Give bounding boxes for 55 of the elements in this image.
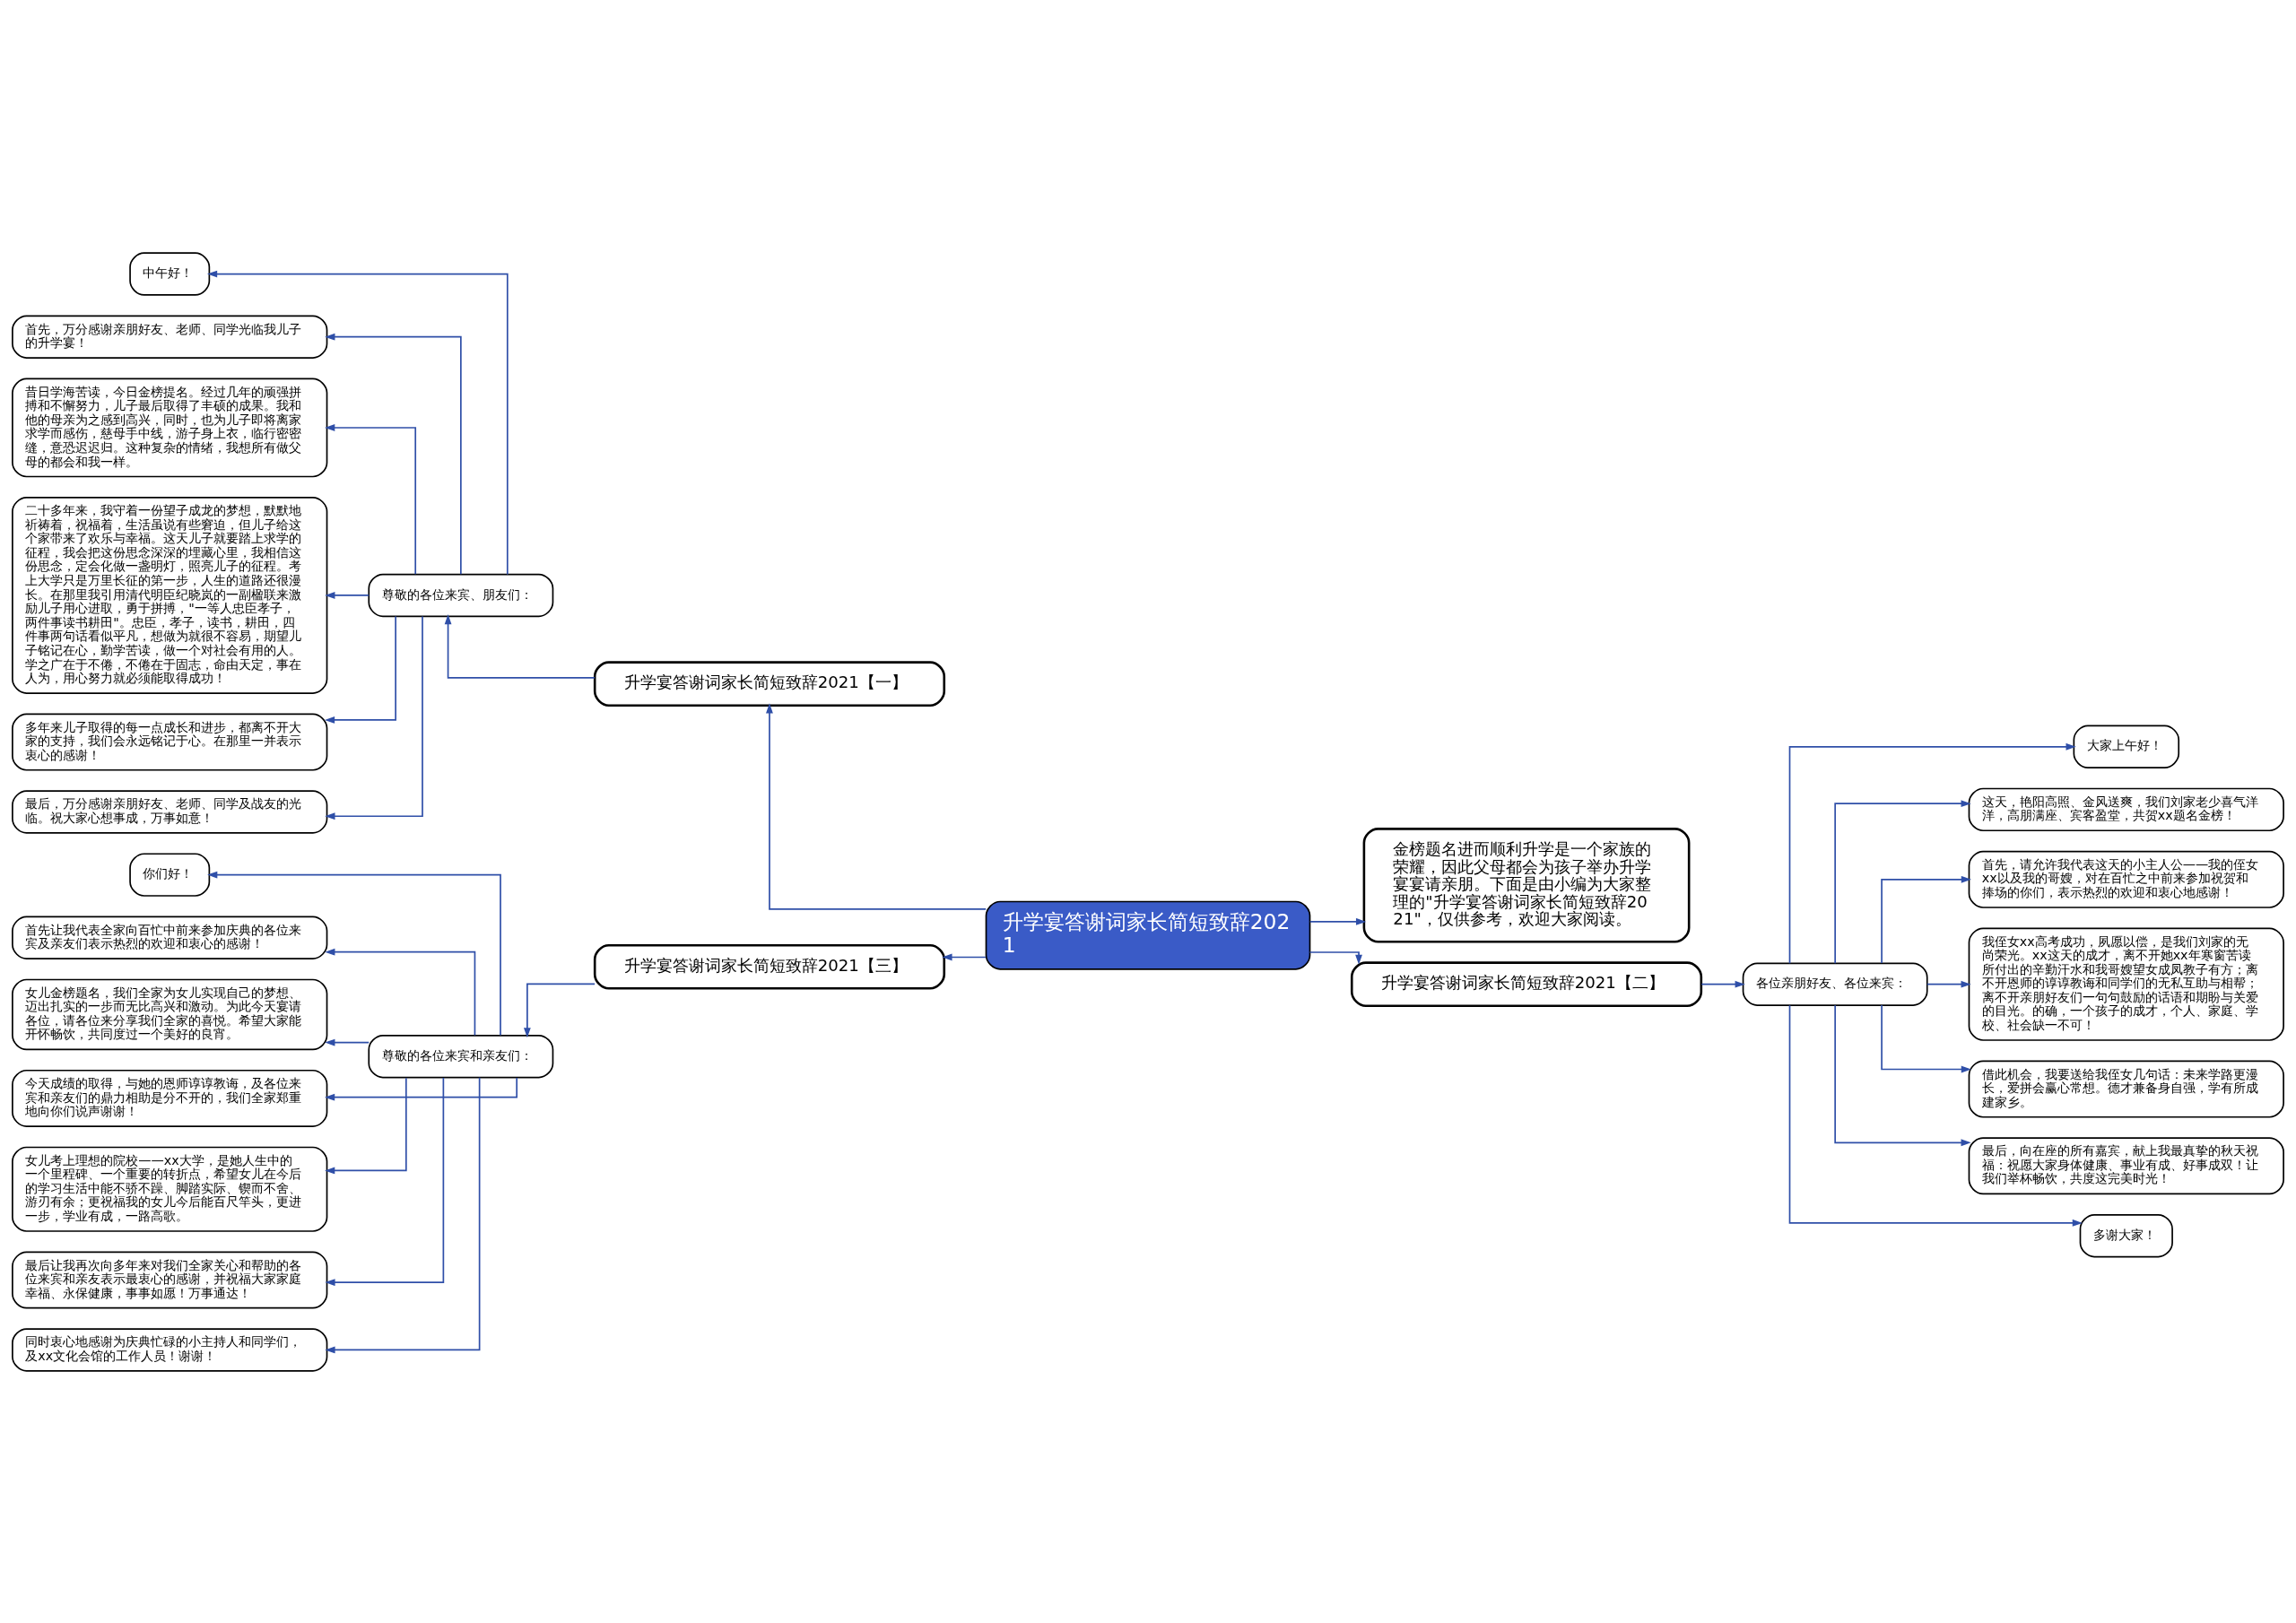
arrow: [325, 1076, 445, 1286]
arrow: [523, 983, 596, 1037]
arrow: [1788, 742, 2076, 964]
arrow: [766, 702, 987, 910]
arrow: [325, 1076, 481, 1353]
arrow: [325, 591, 370, 599]
arrow: [444, 613, 596, 679]
node-box: 中午好！: [129, 251, 211, 296]
arrow: [325, 1076, 518, 1101]
arrow: [1881, 875, 1971, 964]
node-box: 二十多年来，我守着一份望子成龙的梦想，默默地祈祷着，祝福着，生活虽说有些窘迫，但儿子给这个家带来了欢乐与幸福。这天儿子就要踏上求学的征程，我会把这份思念深深的埋藏心里，我相信这份思念，定会化做一盏明灯，照亮儿子的征程。考上大学只是万里长征的第一步，人生的道路还很漫长。在那里我引用清代明臣纪晓岚的一副楹联来激励儿子用心进取，勇于拼搏，"一等人忠臣孝子，两件事读书耕田"。忠臣，孝子，读书，耕田，四件事两句话看似平凡，想做为就很不容易，期望儿子铭记在心，勤学苦读，做一个对社会有用的人。学之广在于不倦，不倦在于固志，命由天定，事在人为，用心努力就必须能取得成功！: [12, 496, 328, 694]
node-box: 首先，请允许我代表这天的小主人公——我的侄女xx以及我的哥嫂，对在百忙之中前来参加祝贺和捧场的你们，表示热烈的欢迎和衷心地感谢！: [1968, 850, 2284, 908]
node-box: 女儿考上理想的院校——xx大学，是她人生中的一个里程碑、一个重要的转折点，希望女儿在今后的学习生活中能不骄不躁、脚踏实际、锲而不舍、游刃有余；更祝福我的女儿今后能百尺竿头，更进一步，学业有成，一路高歌。: [12, 1146, 328, 1232]
node-box: 最后让我再次向多年来对我们全家关心和帮助的各位来宾和亲友表示最衷心的感谢，并祝福大家家庭幸福、永保健康，事事如愿！万事通达！: [12, 1251, 328, 1309]
node-box: 昔日学海苦读，今日金榜提名。经过几年的顽强拼搏和不懈努力，儿子最后取得了丰硕的成果。我和他的母亲为之感到高兴，同时，也为儿子即将离家求学而感伤，慈母手中线，游子身上衣，临行密密缝，意恐迟迟归。这种复杂的情绪，我想所有做父母的都会和我一样。: [12, 378, 328, 477]
node-box: 各位亲朋好友、各位来宾：: [1742, 961, 1928, 1006]
node-box: 金榜题名进而顺利升学是一个家族的荣耀，因此父母都会为孩子举办升学宴宴请亲朋。下面是由小编为大家整理的"升学宴答谢词家长简短致辞2021"，仅供参考，欢迎大家阅读。: [1362, 827, 1691, 943]
arrow: [325, 333, 462, 575]
arrow: [325, 948, 476, 1036]
arrow: [1309, 917, 1367, 925]
node-box: 首先让我代表全家向百忙中前来参加庆典的各位来宾及亲友们表示热烈的欢迎和衷心的感谢！: [12, 916, 328, 959]
node-box: 最后，向在座的所有嘉宾，献上我最真挚的秋天祝福：祝愿大家身体健康、事业有成、好事成双！让我们举杯畅饮，共度这完美时光！: [1968, 1136, 2284, 1194]
arrow: [206, 270, 509, 575]
arrow: [1834, 799, 1971, 964]
node-box: 你们好！: [129, 852, 211, 897]
node-box: 首先，万分感谢亲朋好友、老师、同学光临我儿子的升学宴！: [12, 314, 328, 359]
arrow: [942, 953, 987, 960]
arrow: [1834, 1003, 1971, 1146]
node-box: 今天成绩的取得，与她的恩师谆谆教诲，及各位来宾和亲友们的鼎力相助是分不开的，我们全家郑重地向你们说声谢谢！: [12, 1069, 328, 1127]
node-box: 女儿金榜题名，我们全家为女儿实现自己的梦想、迈出扎实的一步而无比高兴和激动。为此今天宴请各位，请各位来分享我们全家的喜悦。希望大家能开怀畅饮，共同度过一个美好的良宵。: [12, 978, 328, 1050]
arrow: [1788, 1003, 2083, 1227]
node-box: 升学宴答谢词家长简短致辞2021【二】: [1350, 960, 1703, 1007]
node-box: 升学宴答谢词家长简短致辞2021: [985, 900, 1311, 970]
node-box: 多谢大家！: [2079, 1213, 2173, 1257]
node-box: 最后，万分感谢亲朋好友、老师、同学及战友的光临。祝大家心想事成，万事如意！: [12, 789, 328, 834]
arrow: [1881, 1003, 1971, 1072]
arrow: [1309, 950, 1362, 965]
node-box: 升学宴答谢词家长简短致辞2021【一】: [593, 660, 946, 707]
arrow: [1700, 980, 1745, 988]
node-box: 多年来儿子取得的每一点成长和进步，都离不开大家的支持，我们会永远铭记于心。在那里一并表示衷心的感谢！: [12, 713, 328, 771]
arrow: [325, 423, 417, 575]
node-box: 我侄女xx高考成功，夙愿以偿，是我们刘家的无尚荣光。xx这天的成才，离不开她xx年寒窗苦读所付出的辛勤汗水和我哥嫂望女成凤教子有方；离不开恩师的谆谆教诲和同学们的无私互助与相帮；离不开亲朋好友们一句句鼓励的话语和期盼与关爱的目光。的确，一个孩子的成才，个人、家庭、学校、社会缺一不可！: [1968, 927, 2284, 1041]
arrow: [1926, 980, 1971, 988]
node-box: 升学宴答谢词家长简短致辞2021【三】: [593, 943, 946, 990]
node-box: 大家上午好！: [2073, 725, 2180, 768]
node-box: 尊敬的各位来宾和亲友们：: [368, 1034, 554, 1078]
node-box: 这天，艳阳高照、金风送爽，我们刘家老少喜气洋洋，高朋满座、宾客盈堂，共贺xx题名金榜！: [1968, 787, 2284, 831]
node-box: 同时衷心地感谢为庆典忙碌的小主持人和同学们，及xx文化会馆的工作人员！谢谢！: [12, 1327, 328, 1372]
arrow: [324, 615, 396, 724]
arrow: [325, 1076, 407, 1174]
arrow: [325, 1038, 370, 1046]
node-box: 借此机会，我要送给我侄女几句话：未来学路更漫长，爱拼会赢心常想。德才兼备身自强，学有所成建家乡。: [1968, 1060, 2284, 1118]
arrow: [325, 615, 423, 820]
node-box: 尊敬的各位来宾、朋友们：: [368, 573, 554, 617]
arrow: [207, 871, 501, 1036]
